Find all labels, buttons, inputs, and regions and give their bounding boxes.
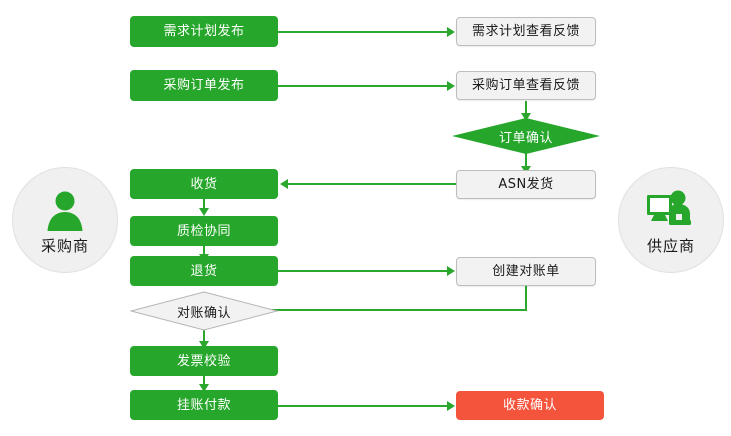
connector-purchase-order xyxy=(278,85,448,87)
node-demand-plan-view-feedback[interactable]: 需求计划查看反馈 xyxy=(456,17,596,46)
node-label: 对账确认 xyxy=(176,305,231,321)
node-label: 订单确认 xyxy=(498,130,553,146)
connector-statement-down xyxy=(525,286,527,311)
connector-demand-plan xyxy=(278,31,448,33)
actor-label: 供应商 xyxy=(646,236,695,255)
diamond-shape xyxy=(452,118,600,154)
node-label: 挂账付款 xyxy=(176,397,231,413)
node-payable-payment[interactable]: 挂账付款 xyxy=(130,390,278,420)
node-reconciliation-confirm[interactable]: 对账确认 xyxy=(130,291,278,331)
arrowhead-invoice-to-payable xyxy=(199,384,209,392)
node-payment-receipt-confirm[interactable]: 收款确认 xyxy=(456,391,604,420)
node-order-confirm[interactable]: 订单确认 xyxy=(452,118,600,154)
actor-badge-supplier[interactable]: 供应商 xyxy=(618,167,724,273)
node-asn-shipment[interactable]: ASN发货 xyxy=(456,170,596,199)
connector-asn-in xyxy=(525,152,527,172)
actor-label: 采购商 xyxy=(40,236,89,255)
arrowhead-order-confirm-in xyxy=(521,113,531,121)
actor-badge-buyer[interactable]: 采购商 xyxy=(12,167,118,273)
node-invoice-verification[interactable]: 发票校验 xyxy=(130,346,278,376)
arrowhead-purchase-order xyxy=(447,81,455,91)
node-purchase-order-publish[interactable]: 采购订单发布 xyxy=(130,70,278,101)
node-demand-plan-publish[interactable]: 需求计划发布 xyxy=(130,16,278,47)
connector-qc-to-return xyxy=(203,245,205,259)
arrowhead-receipt-to-qc xyxy=(199,208,209,216)
arrowhead-demand-plan xyxy=(447,27,455,37)
connector-receipt-to-qc xyxy=(203,199,205,213)
node-return-goods[interactable]: 退货 xyxy=(130,256,278,286)
diamond-shape xyxy=(130,291,278,331)
connector-payable-to-receipt-confirm xyxy=(278,405,448,407)
connector-asn-to-receipt xyxy=(288,183,456,185)
arrowhead-payable-to-receipt-confirm xyxy=(447,401,455,411)
node-create-reconciliation-statement[interactable]: 创建对账单 xyxy=(456,257,596,286)
node-purchase-order-view-feedback[interactable]: 采购订单查看反馈 xyxy=(456,71,596,100)
node-label: 采购订单查看反馈 xyxy=(471,78,580,93)
connector-return-to-statement xyxy=(278,270,448,272)
node-label: 创建对账单 xyxy=(492,264,560,279)
person-icon xyxy=(44,185,86,231)
node-label: ASN发货 xyxy=(498,177,554,192)
node-label: 收货 xyxy=(190,176,218,192)
node-label: 发票校验 xyxy=(176,353,231,369)
connector-recon-to-invoice xyxy=(203,330,205,346)
arrowhead-recon-to-invoice xyxy=(199,341,209,349)
node-label: 采购订单发布 xyxy=(163,78,245,93)
node-label: 退货 xyxy=(190,263,218,279)
connector-invoice-to-payable xyxy=(203,375,205,389)
node-quality-inspection-collab[interactable]: 质检协同 xyxy=(130,216,278,246)
connector-order-confirm-in xyxy=(525,101,527,118)
arrowhead-asn-to-receipt xyxy=(280,179,288,189)
person-at-computer-icon xyxy=(645,185,697,231)
node-label: 需求计划发布 xyxy=(163,24,245,39)
node-label: 质检协同 xyxy=(176,223,231,239)
arrowhead-return-to-statement xyxy=(447,266,455,276)
node-label: 收款确认 xyxy=(502,398,557,413)
node-goods-receipt[interactable]: 收货 xyxy=(130,169,278,199)
node-label: 需求计划查看反馈 xyxy=(471,24,580,39)
connector-statement-to-recon xyxy=(234,309,526,311)
